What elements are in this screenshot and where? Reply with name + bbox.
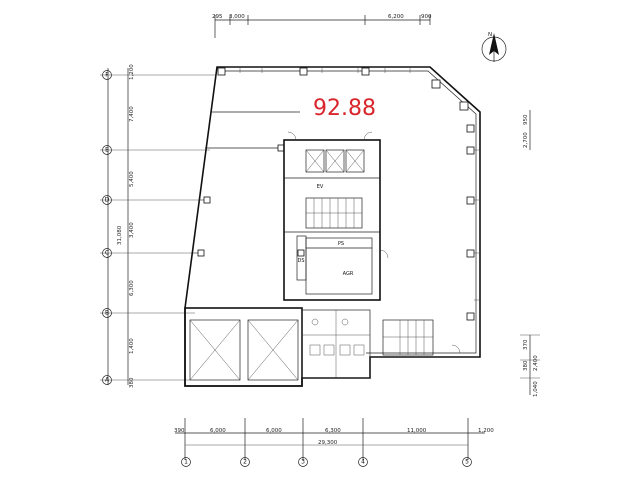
grid-col-5: 5 [462,457,472,467]
left-dim-6: 1,400 [129,338,135,354]
left-dim-3: 5,400 [129,171,135,187]
lower-shafts [184,307,303,387]
grid-row-A: A [102,375,112,385]
top-dim-4: 900 [421,14,432,20]
right-dim-1: 2,700 [523,132,529,148]
structural-columns [197,67,475,321]
grid-row-B: B [102,308,112,318]
top-dim-2: 3,000 [229,14,245,20]
top-dim-1: 295 [212,14,223,20]
right-dimension-line: 2,700 950 370 380 2,400 1,040 [520,110,540,397]
grid-label-F: F [105,72,109,79]
grid-label-C: C [105,250,109,257]
grid-label-A: A [105,377,110,384]
bottom-dim-1: 390 [174,428,185,434]
grid-label-E: E [105,147,109,154]
building-core: EV PS AGR DS [283,139,381,301]
top-dim-3: 6,200 [388,14,404,20]
left-grid-axis: F E D C B A 1,200 7,400 5,400 31,080 3,4… [100,64,215,388]
bottom-dim-5: 11,000 [407,428,427,434]
left-dim-2: 7,400 [129,106,135,122]
grid-label-B: B [105,310,109,317]
room-label-agr: AGR [343,271,354,277]
elevator-bank: EV [305,149,365,190]
grid-label-2: 2 [243,459,247,466]
bottom-dim-3: 6,000 [266,428,282,434]
grid-row-F: F [102,70,112,80]
bottom-dim-4: 6,300 [325,428,341,434]
grid-row-C: C [102,248,112,258]
room-label-ev: EV [317,184,324,190]
right-dim-5: 2,400 [533,355,539,371]
left-dim-5: 6,300 [129,280,135,296]
grid-label-3: 3 [301,459,305,466]
stair-core [305,197,363,229]
right-dim-4: 380 [523,360,529,371]
bottom-dim-6: 1,200 [478,428,494,434]
lower-right-stair [382,319,434,356]
north-arrow-icon: N [481,32,507,62]
bottom-dimension-line: 390 6,000 6,000 6,300 11,000 1,200 29,30… [174,418,494,467]
left-dim-4: 3,400 [129,222,135,238]
room-label-ds: DS [297,258,304,264]
top-dimension-line: 295 3,000 6,200 900 [212,14,432,38]
left-dim-7: 380 [129,377,135,388]
room-label-ps: PS [338,241,344,247]
bottom-dim-2: 6,000 [210,428,226,434]
lower-services [301,309,371,379]
left-dim-1: 1,200 [129,64,135,80]
grid-label-5: 5 [465,459,469,466]
grid-label-4: 4 [361,459,365,466]
area-value-label: 92.88 [313,96,376,121]
grid-col-1: 1 [181,457,191,467]
grid-col-4: 4 [358,457,368,467]
bottom-dim-total: 29,300 [318,440,338,446]
grid-label-1: 1 [184,459,188,466]
right-dim-6: 1,040 [533,381,539,397]
left-dim-total: 31,080 [117,225,123,245]
grid-row-D: D [102,195,112,205]
right-dim-2: 950 [523,114,529,125]
north-label: N [488,32,492,38]
grid-label-D: D [105,197,110,204]
door-swings [287,131,461,354]
grid-row-E: E [102,145,112,155]
grid-col-2: 2 [240,457,250,467]
right-dim-3: 370 [523,339,529,350]
grid-col-3: 3 [298,457,308,467]
